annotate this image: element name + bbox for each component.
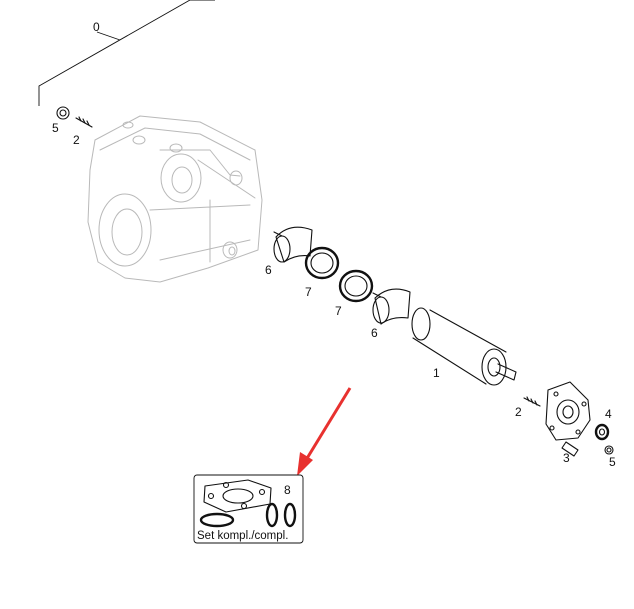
callout-2-right: 2 bbox=[515, 405, 522, 419]
cover-plate bbox=[545, 381, 591, 441]
callout-0: 0 bbox=[93, 20, 100, 34]
pump-housing-ghost bbox=[87, 115, 263, 283]
highlight-arrow-icon bbox=[297, 387, 352, 476]
nut-left bbox=[56, 106, 70, 120]
callout-1: 1 bbox=[433, 366, 440, 380]
callout-7-right: 7 bbox=[335, 304, 342, 318]
callout-5-right: 5 bbox=[609, 455, 616, 469]
assembly-bracket bbox=[38, 0, 215, 106]
drive-shaft bbox=[411, 307, 517, 386]
nut-right bbox=[604, 445, 614, 455]
callout-7-left: 7 bbox=[305, 285, 312, 299]
seal-ring-right bbox=[338, 269, 374, 303]
callout-5-left: 5 bbox=[52, 121, 59, 135]
callout-6-right: 6 bbox=[371, 326, 378, 340]
screw bbox=[561, 441, 579, 457]
washer bbox=[594, 423, 610, 441]
callout-8: 8 bbox=[284, 483, 291, 497]
stud-left bbox=[75, 116, 93, 128]
callout-2-left: 2 bbox=[73, 133, 80, 147]
callout-3: 3 bbox=[563, 451, 570, 465]
callout-6-left: 6 bbox=[265, 263, 272, 277]
stud-right bbox=[523, 396, 541, 407]
seal-ring-left bbox=[304, 246, 340, 280]
callout-4: 4 bbox=[605, 407, 612, 421]
bushing-left bbox=[273, 226, 313, 263]
bushing-right bbox=[372, 288, 411, 325]
seal-set-box bbox=[193, 474, 304, 544]
seal-set-caption: Set kompl./compl. bbox=[197, 530, 288, 542]
